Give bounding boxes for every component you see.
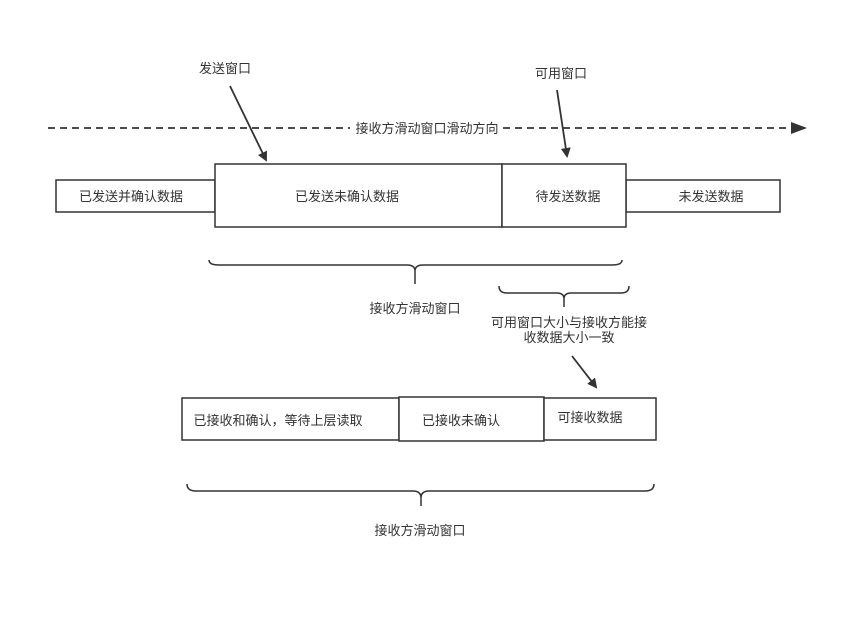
usable-window-callout: 可用窗口: [535, 66, 587, 158]
direction-arrow: 接收方滑动窗口滑动方向: [48, 121, 807, 137]
segment-to-send-label: 待发送数据: [535, 189, 600, 205]
sender-window-brace-label: 接收方滑动窗口: [369, 301, 460, 317]
segment-not-sent: [625, 179, 781, 213]
segment-receivable: [543, 397, 657, 441]
segment-sent-acked-label: 已发送并确认数据: [79, 189, 183, 205]
receiver-buffer: 已接收和确认，等待上层读取 已接收未确认 可接收数据: [181, 396, 657, 442]
send-window-label: 发送窗口: [199, 61, 251, 77]
usable-window-pointer-arrow: [556, 89, 571, 158]
send-window-pointer-arrow: [229, 85, 267, 162]
brace-shape: [208, 259, 623, 284]
brace-shape: [186, 483, 655, 506]
segment-receivable-label: 可接收数据: [557, 410, 622, 426]
brace-shape: [498, 285, 630, 307]
receiver-window-brace: 接收方滑动窗口: [186, 483, 655, 539]
usable-window-brace: 可用窗口大小与接收方能接 收数据大小一致: [491, 285, 647, 389]
usable-window-note-line1: 可用窗口大小与接收方能接: [491, 315, 647, 331]
segment-received-acked-label: 已接收和确认，等待上层读取: [193, 413, 362, 429]
segment-not-sent-label: 未发送数据: [678, 189, 743, 205]
sender-window-brace: 接收方滑动窗口: [208, 259, 623, 317]
sender-buffer: 已发送并确认数据 未发送数据 已发送未确认数据 待发送数据: [55, 163, 781, 228]
segment-sent-unacked-label: 已发送未确认数据: [295, 189, 399, 205]
segment-received-acked: [181, 397, 400, 441]
direction-label: 接收方滑动窗口滑动方向: [355, 121, 498, 137]
segment-to-send: [501, 163, 627, 228]
segment-received-unacked: [398, 396, 545, 442]
segment-received-unacked-label: 已接收未确认: [422, 413, 500, 429]
receiver-window-brace-label: 接收方滑动窗口: [374, 523, 465, 539]
usable-window-note-line2: 收数据大小一致: [523, 331, 614, 346]
usable-window-label: 可用窗口: [535, 66, 587, 82]
segment-sent-acked: [55, 179, 216, 213]
usable-window-note-arrow: [571, 355, 598, 389]
send-window-callout: 发送窗口: [199, 61, 267, 162]
